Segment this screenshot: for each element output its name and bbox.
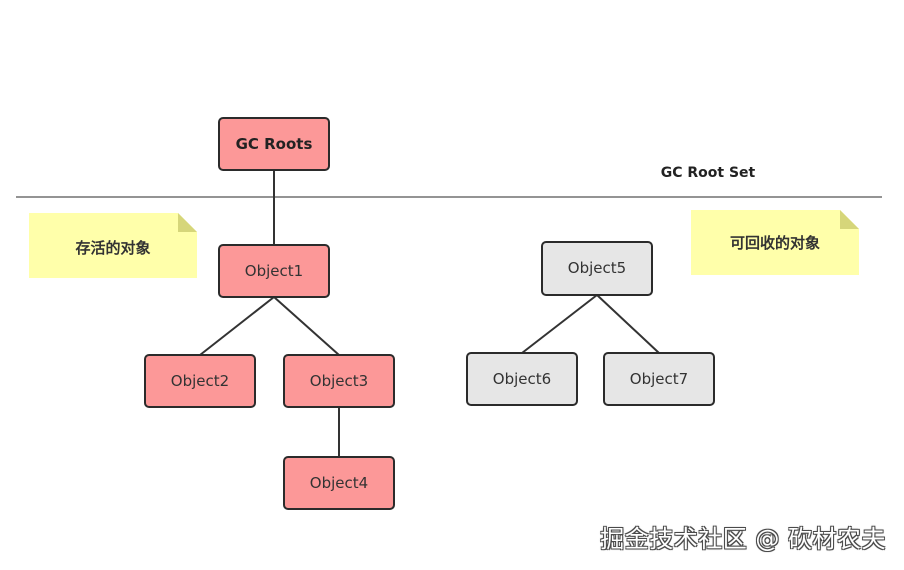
object1-label: Object1: [245, 262, 303, 280]
object4-label: Object4: [310, 474, 368, 492]
live-objects-note: 存活的对象: [29, 213, 197, 278]
watermark: 掘金技术社区 @ 砍材农夫: [600, 525, 886, 553]
object3-label: Object3: [310, 372, 368, 390]
collectable-objects-note: 可回收的对象: [691, 210, 859, 275]
gc-roots-node: GC Roots: [218, 117, 330, 171]
object5-label: Object5: [568, 259, 626, 277]
live-objects-note-text: 存活的对象: [75, 239, 150, 257]
edge-object1-object3: [273, 296, 340, 356]
object2-label: Object2: [171, 372, 229, 390]
root-set-label: GC Root Set: [661, 165, 756, 181]
object3-node: Object3: [283, 354, 395, 408]
object7-label: Object7: [630, 370, 688, 388]
object6-label: Object6: [493, 370, 551, 388]
object1-node: Object1: [218, 244, 330, 298]
object4-node: Object4: [283, 456, 395, 510]
object7-node: Object7: [603, 352, 715, 406]
edge-object5-object6: [521, 294, 598, 354]
collectable-objects-note-text: 可回收的对象: [730, 234, 820, 252]
edge-object5-object7: [596, 294, 660, 354]
gc-roots-label: GC Roots: [236, 135, 313, 153]
object5-node: Object5: [541, 241, 653, 296]
edge-object1-object2: [199, 296, 275, 356]
object6-node: Object6: [466, 352, 578, 406]
object2-node: Object2: [144, 354, 256, 408]
